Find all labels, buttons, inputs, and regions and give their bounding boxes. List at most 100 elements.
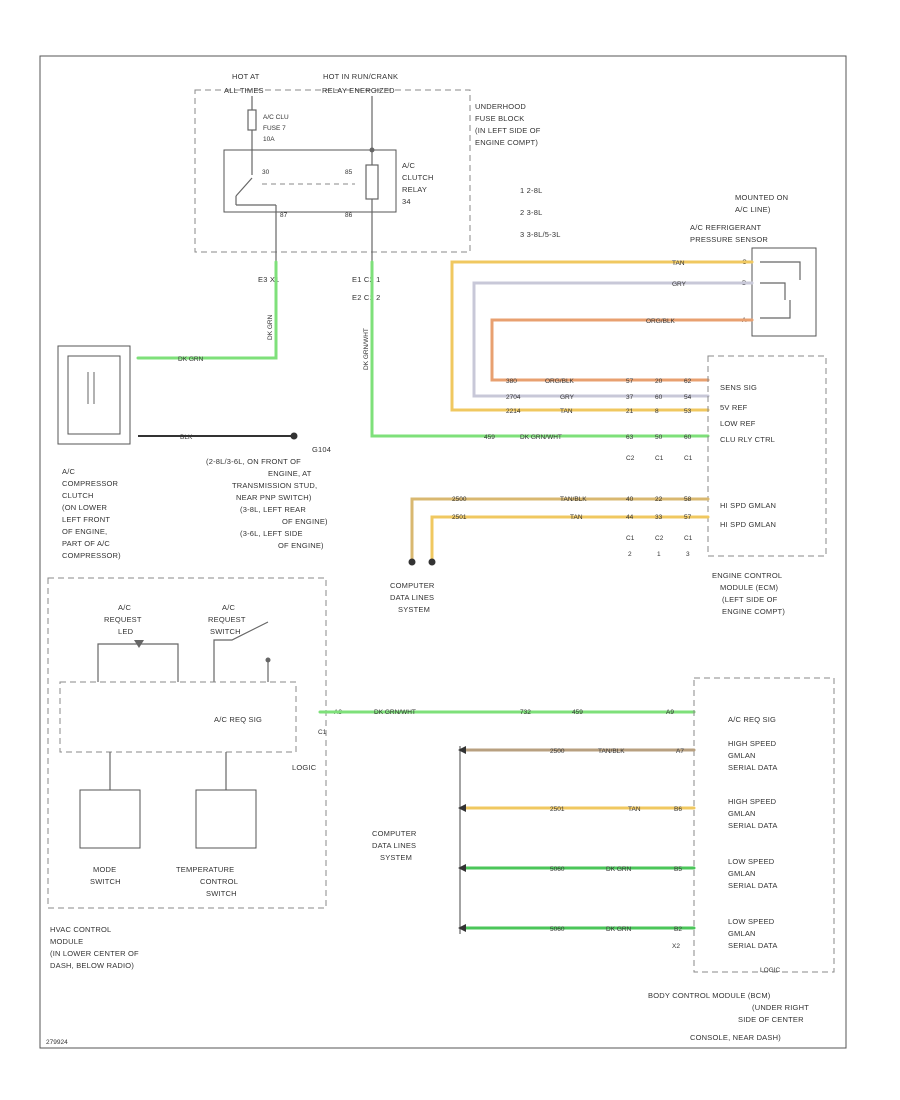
ecm-title-3: (LEFT SIDE OF [722, 595, 778, 604]
wire-label-gry: GRY [672, 281, 687, 288]
ground-2: (2-8L/3-6L, ON FRONT OF [206, 457, 301, 466]
hot-at-all-times-1: HOT AT [232, 72, 260, 81]
ecm-row-1-circ: 2704 [506, 394, 521, 401]
bcm-row-2-circ: 5060 [550, 866, 565, 873]
bcm-row-1-color: TAN [628, 806, 641, 813]
relay-label-1: A/C [402, 161, 415, 170]
ecm-data-row-1-color: TAN [570, 514, 583, 521]
compressor-title-8: COMPRESSOR) [62, 551, 121, 560]
req-wire-color-1: DK GRN/WHT [374, 709, 416, 716]
sensor-title-2: A/C LINE) [735, 205, 771, 214]
data-lines-2-b: DATA LINES [372, 841, 416, 850]
wire-tan-blk-hs [410, 497, 710, 562]
wire-tan-low-ref [450, 260, 754, 412]
wire-label-blk: BLK [180, 434, 193, 441]
mode-label-2: SWITCH [90, 877, 121, 886]
compressor-title-7: PART OF A/C [62, 539, 110, 548]
fuse-label-2: FUSE 7 [263, 125, 286, 132]
ground-7: OF ENGINE) [282, 517, 328, 526]
ecm-data-row-1-p2: 33 [655, 514, 663, 521]
bcm-arrow-2 [458, 804, 466, 812]
ground-4: TRANSMISSION STUD, [232, 481, 317, 490]
hvac-title-1: HVAC CONTROL [50, 925, 111, 934]
fuse-block-title-4: ENGINE COMPT) [475, 138, 538, 147]
ecm-outline [707, 355, 827, 557]
bcm-row-0: 2500 TAN/BLK A7 HIGH SPEED GMLAN SERIAL … [550, 739, 777, 772]
relay-pin-86: 86 [345, 212, 353, 219]
pressure-sensor-box [751, 247, 817, 337]
bcm-row-1: 2501 TAN B6 HIGH SPEED GMLAN SERIAL DATA [550, 797, 778, 830]
bcm-row-1-l2: GMLAN [728, 809, 756, 818]
bcm-row-0-pin: A7 [676, 748, 684, 755]
req-sw-2: REQUEST [208, 615, 246, 624]
req-sw-1: A/C [222, 603, 235, 612]
bcm-row-2-color: DK GRN [606, 866, 632, 873]
diagram-frame [39, 55, 847, 1049]
bcm-row-3-l2: GMLAN [728, 929, 756, 938]
ecm-data-row-1-circ: 2501 [452, 514, 467, 521]
bcm-row-3-l1: LOW SPEED [728, 917, 775, 926]
bcm-row-0-circ: 2500 [550, 748, 565, 755]
hvac-title-2: MODULE [50, 937, 83, 946]
bcm-outline [693, 677, 835, 973]
fuse-block-outline [194, 89, 471, 253]
data-lines-1-c: SYSTEM [398, 605, 430, 614]
data-lines-1-a: COMPUTER [390, 581, 435, 590]
req-led-circuit [97, 643, 179, 682]
compressor-outline [57, 345, 131, 445]
compressor-coil-box [67, 355, 121, 435]
ecm-data-row-0-p1: 40 [626, 496, 634, 503]
hvac-logic-pin: A/C REQ SIG [214, 715, 262, 724]
ecm-row-1-p2: 60 [655, 394, 663, 401]
compressor-title-6: OF ENGINE, [62, 527, 107, 536]
bcm-row-1-l3: SERIAL DATA [728, 821, 778, 830]
ecm-data-row-0-p3: 58 [684, 496, 692, 503]
wire-label-grn1-vertical: DK GRN [267, 314, 274, 340]
ecm-data-row-0: 2500 TAN/BLK 40 22 58 HI SPD GMLAN [452, 496, 776, 510]
mode-switch [79, 789, 141, 849]
bcm-row-2-pin: B5 [674, 866, 682, 873]
req-wire-pin-l: 732 [520, 709, 531, 716]
ecm-conn1-a: C2 [626, 455, 635, 462]
ecm-row-0-p2: 20 [655, 378, 663, 385]
req-led-2: REQUEST [104, 615, 142, 624]
ecm-row-0-p1: 57 [626, 378, 634, 385]
hot-run-crank-1: HOT IN RUN/CRANK [323, 72, 398, 81]
ecm-data-row-1: 2501 TAN 44 33 57 HI SPD GMLAN [452, 514, 776, 529]
legend-1: 1 2-8L [520, 186, 542, 195]
relay-coil [365, 164, 379, 200]
ecm-row-3-p1: 63 [626, 434, 634, 441]
conn-e3-x1: E3 X1 [258, 275, 279, 284]
bcm-row-3-color: DK GRN [606, 926, 632, 933]
relay-pin-30: 30 [262, 169, 270, 176]
ground-8: (3-6L, LEFT SIDE [240, 529, 303, 538]
bcm-arrow-1 [458, 746, 466, 754]
ecm-row-1-p1: 37 [626, 394, 634, 401]
compressor-title-3: CLUTCH [62, 491, 94, 500]
ecm-data-row-1-p1: 44 [626, 514, 634, 521]
bcm-row-2-l1: LOW SPEED [728, 857, 775, 866]
wire-gry-5v-ref [472, 281, 754, 398]
fuse-block-title-1: UNDERHOOD [475, 102, 526, 111]
bcm-conn: X2 [672, 943, 680, 950]
sensor-title-3: A/C REFRIGERANT [690, 223, 762, 232]
clutch-relay-box [223, 149, 397, 213]
ecm-row-0: 380 ORG/BLK 57 20 62 SENS SIG [506, 378, 757, 392]
fuse-block-title-3: (IN LEFT SIDE OF [475, 126, 541, 135]
bcm-arrow-3 [458, 864, 466, 872]
bcm-row-2: 5060 DK GRN B5 LOW SPEED GMLAN SERIAL DA… [550, 857, 777, 890]
fuse-7 [247, 109, 257, 131]
hvac-title-4: DASH, BELOW RADIO) [50, 961, 134, 970]
hvac-logic-label: LOGIC [292, 763, 317, 772]
ecm-title-1: ENGINE CONTROL [712, 571, 782, 580]
ecm-conn2-c: C1 [684, 535, 693, 542]
data-lines-2-c: SYSTEM [380, 853, 412, 862]
wire-comp-feed [136, 260, 278, 360]
bcm-row-3-l3: SERIAL DATA [728, 941, 778, 950]
hvac-outline [47, 577, 327, 909]
ecm-row-1-p3: 54 [684, 394, 692, 401]
temp-label-2: CONTROL [200, 877, 238, 886]
bcm-row-3: 5060 DK GRN B2 LOW SPEED GMLAN SERIAL DA… [550, 917, 778, 950]
ground-3: ENGINE, AT [268, 469, 312, 478]
